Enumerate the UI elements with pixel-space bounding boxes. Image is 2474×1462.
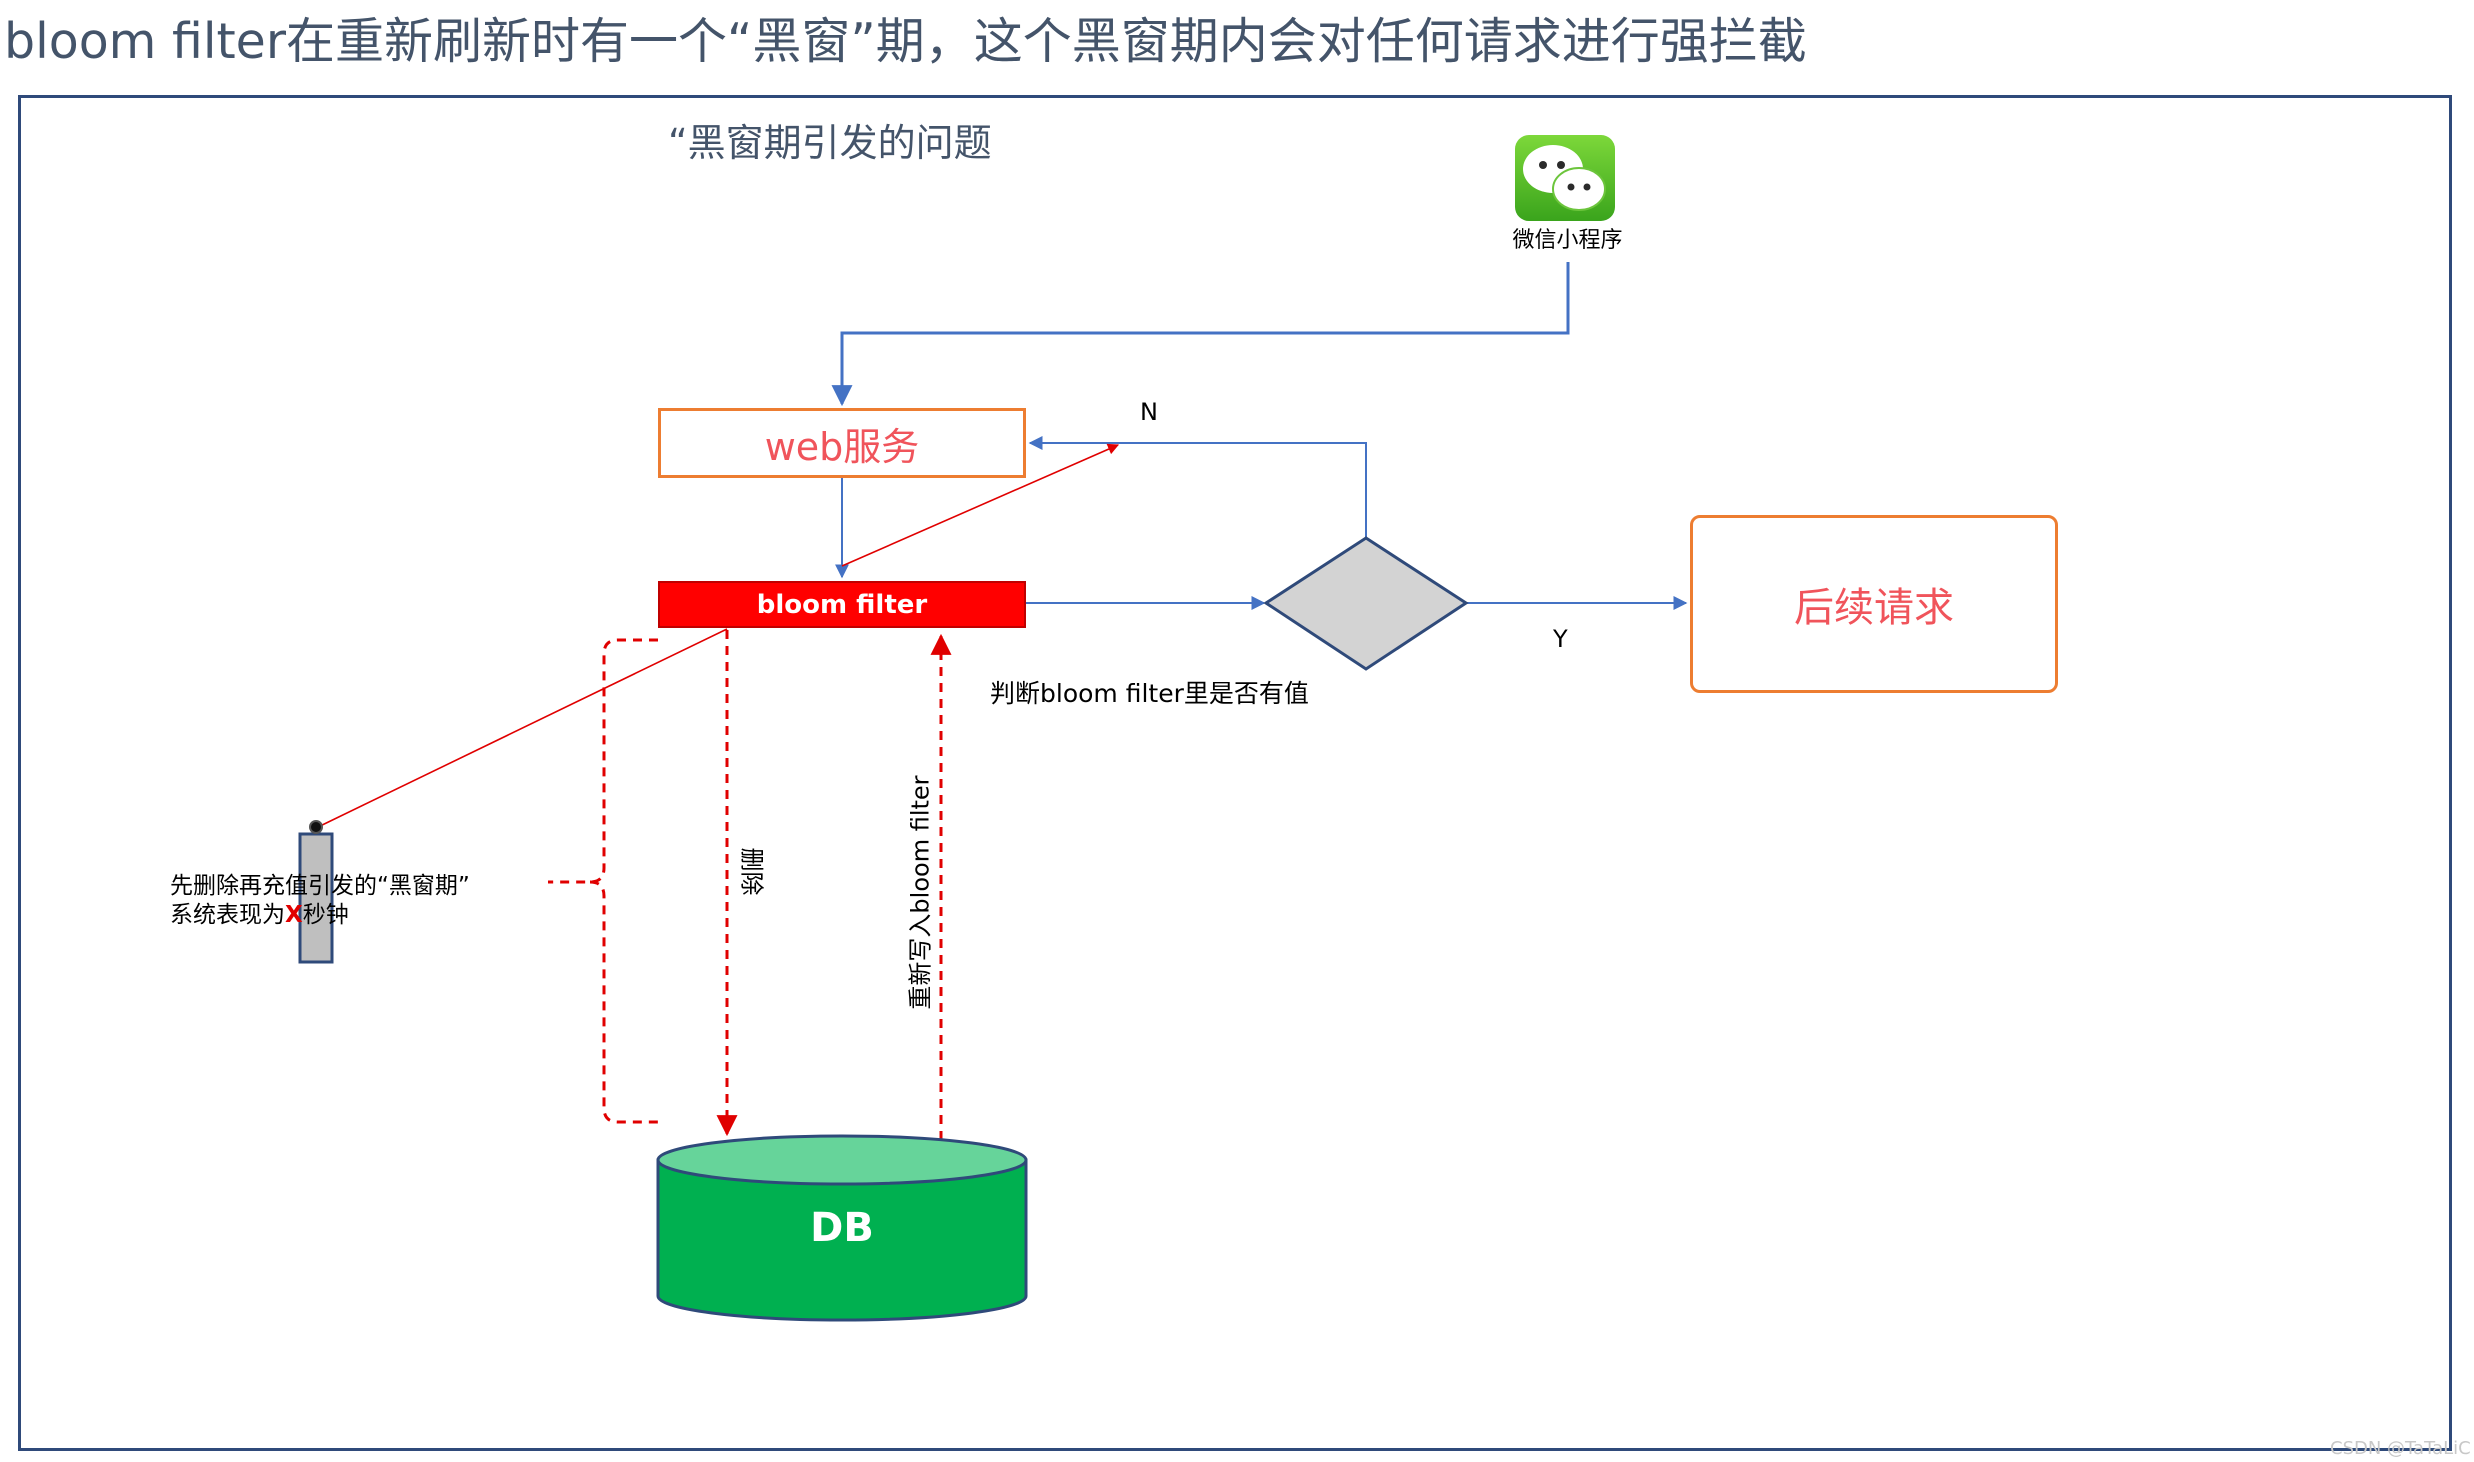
- db-label: DB: [810, 1205, 874, 1251]
- rewrite-edge-label: 重新写入bloom filter: [906, 775, 935, 1010]
- diagram-subtitle: “黑窗期引发的问题: [668, 121, 992, 165]
- edge-label-n: N: [1140, 398, 1158, 426]
- page-title: bloom filter在重新刷新时有一个“黑窗”期，这个黑窗期内会对任何请求进…: [4, 13, 1807, 70]
- delete-edge-label: 删除: [737, 847, 766, 896]
- wechat-mini-program-label: 微信小程序: [1512, 228, 1623, 253]
- black-window-note-line2: 系统表现为X秒钟: [170, 895, 349, 929]
- watermark: CSDN @TaTaLiC: [2330, 1438, 2471, 1459]
- red-pointer-up: [841, 443, 1120, 567]
- note-prefix: 系统表现为: [170, 902, 285, 928]
- red-pointer-down: [315, 628, 728, 829]
- bloom-filter-node: bloom filter: [658, 581, 1026, 628]
- follow-up-request-node: 后续请求: [1690, 515, 2058, 693]
- note-x-marker: X: [285, 902, 303, 928]
- wechat-icon: [1515, 135, 1615, 221]
- gauge-knob: [309, 820, 323, 834]
- black-window-bracket: [548, 638, 664, 1124]
- db-cylinder-top: [656, 1134, 1028, 1186]
- black-window-note-line1: 先删除再充值引发的“黑窗期”: [170, 873, 470, 899]
- edge-decision-to-web: [1028, 436, 1367, 538]
- web-service-node: web服务: [658, 408, 1026, 478]
- diagram-frame: [18, 95, 2452, 1451]
- decision-diamond: [1263, 536, 1469, 671]
- db-cylinder-body: [656, 1158, 1028, 1322]
- note-suffix: 秒钟: [302, 902, 349, 928]
- edge-label-y: Y: [1553, 625, 1568, 653]
- edge-wechat-to-web: [831, 262, 1570, 407]
- decision-label: 判断bloom filter里是否有值: [990, 679, 1309, 708]
